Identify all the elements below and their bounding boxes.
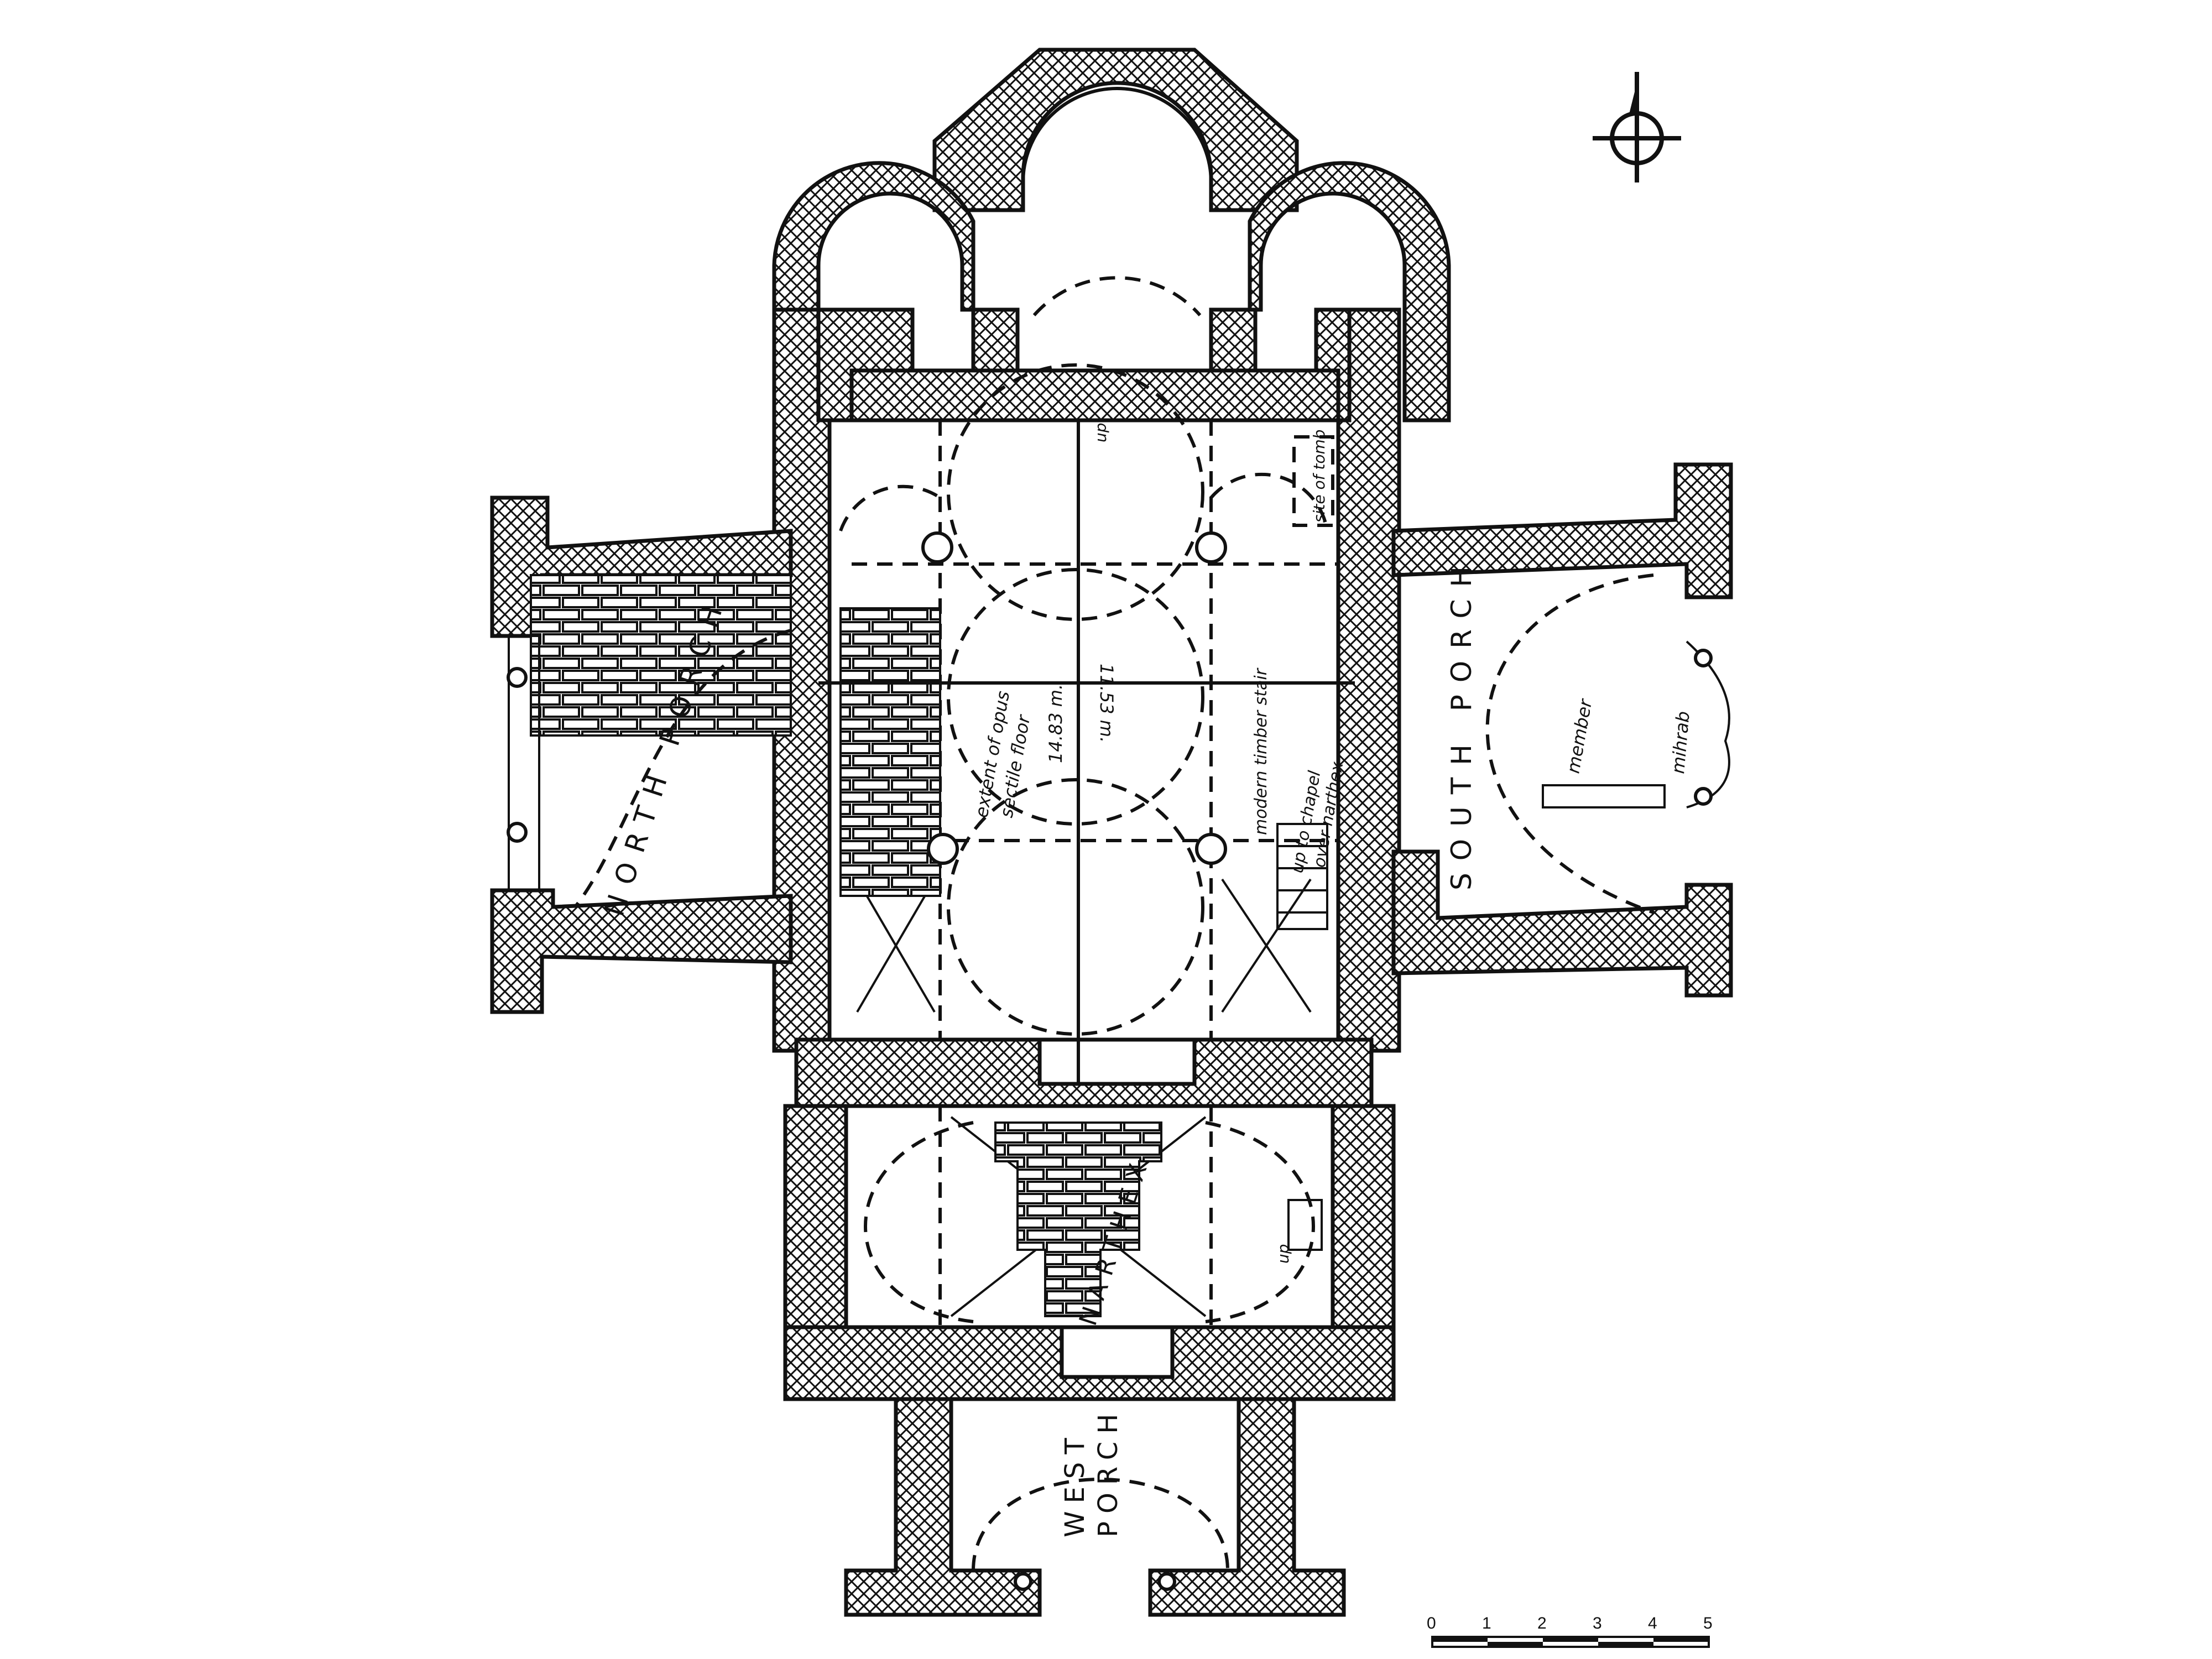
member-label: member — [1562, 697, 1596, 775]
north-apse — [772, 161, 975, 422]
mihrab-label: mihrab — [1667, 710, 1694, 774]
west-porch-label-line1: WEST — [1060, 1430, 1091, 1537]
cross-dimension-label: 11.53 m. — [1096, 664, 1117, 743]
scale-tick-5: 5 — [1703, 1614, 1713, 1632]
scale-tick-0: 0 — [1427, 1614, 1436, 1632]
scale-tick-2: 2 — [1537, 1614, 1547, 1632]
north-arrow-icon — [1593, 72, 1681, 182]
north-porch — [490, 495, 793, 1014]
south-porch — [1391, 462, 1733, 998]
scale-bar: 0 1 2 3 4 5 — [1427, 1614, 1713, 1648]
west-porch — [844, 1397, 1346, 1617]
west-porch-label-line2: PORCH — [1093, 1406, 1124, 1537]
scale-tick-4: 4 — [1648, 1614, 1657, 1632]
south-apse — [1248, 161, 1451, 422]
up-label-naos: up — [1092, 422, 1110, 442]
central-apse — [932, 48, 1299, 212]
up-label-narthex: up — [1274, 1244, 1292, 1264]
south-porch-label: SOUTH PORCH — [1446, 554, 1478, 890]
site-of-tomb-label: site of tomb — [1310, 429, 1328, 523]
long-dimension-label: 14.83 m. — [1045, 684, 1066, 763]
modern-stair-label: modern timber stair — [1251, 667, 1271, 835]
scale-tick-3: 3 — [1593, 1614, 1602, 1632]
narthex — [845, 1105, 1334, 1328]
scale-tick-1: 1 — [1482, 1614, 1491, 1632]
naos — [818, 276, 1355, 1084]
